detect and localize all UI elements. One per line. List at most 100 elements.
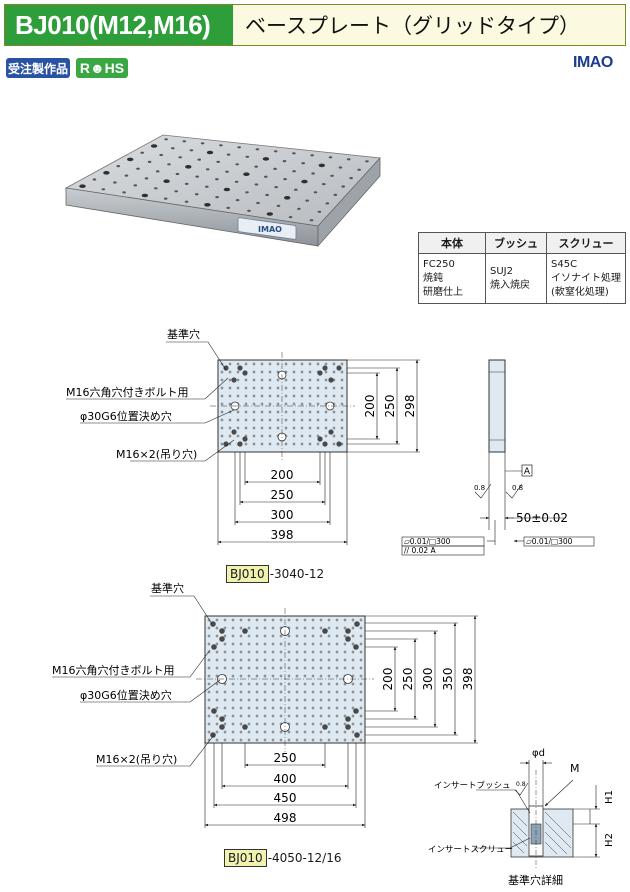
grid-tap-mark [271, 666, 275, 670]
drawing-1: 200 250 300 398 200 250 298 基準穴 M16六角穴付き… [66, 327, 595, 556]
grid-tap-mark [215, 698, 219, 702]
grid-tap-mark [324, 362, 328, 366]
grid-tap-mark [255, 666, 259, 670]
grid-tap-mark [271, 658, 275, 662]
photo-hole [288, 216, 293, 219]
grid-tap-mark [207, 690, 211, 694]
detail-phi-d: φd [532, 748, 545, 759]
grid-tap-mark [324, 370, 328, 374]
bushing-hole [231, 377, 237, 383]
bushing-hole [219, 716, 225, 722]
grid-tap-mark [351, 682, 355, 686]
photo-hole [171, 147, 175, 150]
grid-tap-mark [308, 386, 312, 390]
photo-hole [223, 187, 231, 192]
grid-tap-mark [239, 706, 243, 710]
photo-hole [284, 196, 291, 200]
grid-tap-mark [332, 394, 336, 398]
dim-h2-250: 250 [274, 751, 297, 765]
grid-tap-mark [252, 362, 256, 366]
photo-hole [245, 191, 249, 194]
grid-tap-mark [276, 394, 280, 398]
grid-tap-mark [300, 410, 304, 414]
grid-tap-mark [207, 706, 211, 710]
grid-tap-mark [327, 690, 331, 694]
grid-tap-mark [311, 634, 315, 638]
grid-tap-mark [332, 410, 336, 414]
grid-tap-mark [311, 706, 315, 710]
grid-tap-mark [308, 410, 312, 414]
photo-hole [256, 201, 260, 205]
photo-hole [254, 183, 259, 186]
material-line: 焼入焼戻 [490, 279, 530, 291]
grid-tap-mark [351, 642, 355, 646]
grid-tap-mark [239, 674, 243, 678]
grid-tap-mark [252, 426, 256, 430]
grid-tap-mark [295, 674, 299, 678]
grid-tap-mark [228, 394, 232, 398]
callout-locating-1: φ30G6位置決め穴 [80, 409, 172, 423]
photo-hole [144, 177, 149, 180]
photo-hole [178, 156, 182, 159]
grid-tap-mark [335, 682, 339, 686]
bushing-hole [211, 708, 217, 714]
photo-hole [292, 170, 296, 173]
grid-tap-mark [239, 722, 243, 726]
bushing-hole [322, 441, 328, 447]
dim-v1-298: 298 [403, 395, 417, 418]
grid-tap-mark [335, 690, 339, 694]
grid-tap-mark [207, 626, 211, 630]
grid-tap-mark [252, 378, 256, 382]
grid-tap-mark [284, 386, 288, 390]
grid-tap-mark [244, 418, 248, 422]
grid-tap-mark [295, 642, 299, 646]
grid-tap-mark [359, 690, 363, 694]
grid-tap-mark [255, 706, 259, 710]
grid-tap-mark [263, 698, 267, 702]
photo-hole [136, 167, 140, 170]
grid-tap-mark [311, 714, 315, 718]
grid-tap-mark [239, 666, 243, 670]
grid-tap-mark [292, 370, 296, 374]
grid-tap-mark [287, 618, 291, 622]
grid-tap-mark [332, 434, 336, 438]
grid-tap-mark [263, 706, 267, 710]
grid-tap-mark [255, 658, 259, 662]
grid-tap-mark [319, 634, 323, 638]
grid-tap-mark [300, 418, 304, 422]
grid-tap-mark [319, 658, 323, 662]
grid-tap-mark [260, 386, 264, 390]
callout-locating-2: φ30G6位置決め穴 [80, 688, 172, 702]
grid-pattern-1 [220, 362, 344, 447]
grid-tap-mark [287, 666, 291, 670]
grid-tap-mark [252, 410, 256, 414]
grid-tap-mark [244, 394, 248, 398]
grid-tap-mark [303, 626, 307, 630]
grid-tap-mark [223, 626, 227, 630]
photo-hole [301, 162, 306, 165]
dim-h1-300: 300 [271, 508, 294, 522]
grid-tap-mark [263, 634, 267, 638]
grid-tap-mark [223, 642, 227, 646]
grid-tap-mark [236, 434, 240, 438]
grid-tap-mark [231, 642, 235, 646]
grid-tap-mark [271, 738, 275, 742]
grid-tap-mark [276, 410, 280, 414]
dim-v2-398: 398 [461, 668, 475, 691]
grid-tap-mark [247, 738, 251, 742]
grid-tap-mark [215, 722, 219, 726]
grid-tap-mark [252, 386, 256, 390]
ref-hole-detail: φd M H1 H2 0.8 インサートブッシュ インサートスクリュー 基準穴詳… [428, 748, 615, 887]
grid-tap-mark [351, 666, 355, 670]
grid-tap-mark [343, 698, 347, 702]
grid-tap-mark [228, 370, 232, 374]
grid-tap-mark [319, 666, 323, 670]
grid-tap-mark [340, 402, 344, 406]
grid-tap-mark [231, 666, 235, 670]
grid-tap-mark [303, 666, 307, 670]
grid-tap-mark [351, 658, 355, 662]
photo-hole [216, 160, 220, 163]
grid-tap-mark [260, 362, 264, 366]
grid-tap-mark [311, 650, 315, 654]
photo-hole [235, 199, 240, 202]
